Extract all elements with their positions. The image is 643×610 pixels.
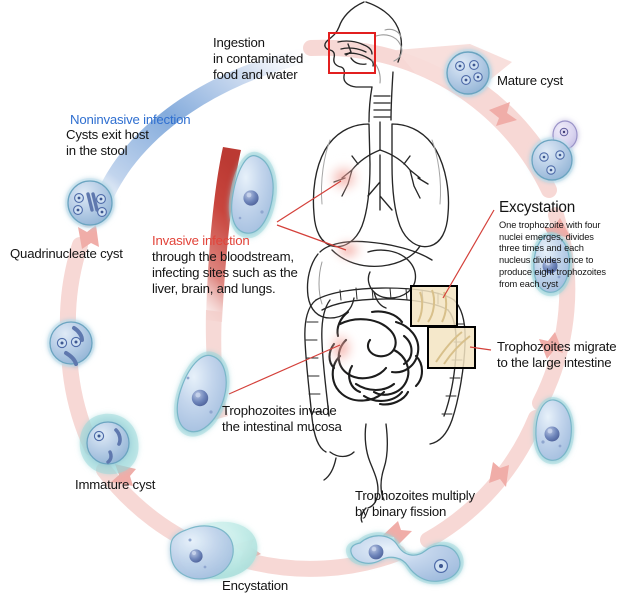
cell-excysting-cyst [529, 120, 578, 183]
label-invasive-infection-heading: Invasive infection [152, 233, 250, 248]
label-encystation: Encystation [222, 578, 288, 593]
label-quadrinucleate-cyst: Quadrinucleate cyst [10, 246, 123, 261]
tissue-inflammation-glow [324, 160, 366, 368]
label-immature-cyst: Immature cyst [75, 477, 156, 492]
mouth-highlight-box [328, 32, 376, 74]
label-noninvasive-infection-body: Cysts exit host in the stool [66, 127, 149, 159]
label-mature-cyst: Mature cyst [497, 73, 563, 88]
label-excystation-heading: Excystation [499, 199, 576, 216]
label-trophozoites-invade: Trophozoites invade the intestinal mucos… [222, 403, 342, 435]
cell-trophozoite-right-upper [530, 231, 573, 297]
cell-mature-cyst [444, 49, 492, 97]
human-upper-body-cutaway [304, 1, 466, 523]
label-invasive-infection-body: through the bloodstream, infecting sites… [152, 249, 298, 297]
cell-immature-cyst [79, 413, 139, 475]
cell-trophozoite-invasive [228, 151, 278, 239]
pointer-lines [228, 180, 495, 395]
cell-trophozoite-pair-binary-fission [345, 532, 464, 585]
label-ingestion: Ingestion in contaminated food and water [213, 35, 304, 83]
label-excystation-body: One trophozoite with four nuclei emerges… [499, 220, 606, 289]
cell-trophozoite-right-lower [532, 396, 575, 465]
label-trophozoites-migrate: Trophozoites migrate to the large intest… [497, 339, 617, 371]
cell-quadrinucleate-cyst [65, 178, 115, 228]
label-trophozoites-multiply: Trophozoites multiply by binary fission [355, 488, 475, 520]
cell-encysting [169, 521, 258, 580]
label-noninvasive-infection-heading: Noninvasive infection [70, 112, 191, 127]
cell-trophozoite-mucosa [173, 351, 230, 437]
cell-cyst-two-nuclei [47, 319, 95, 367]
